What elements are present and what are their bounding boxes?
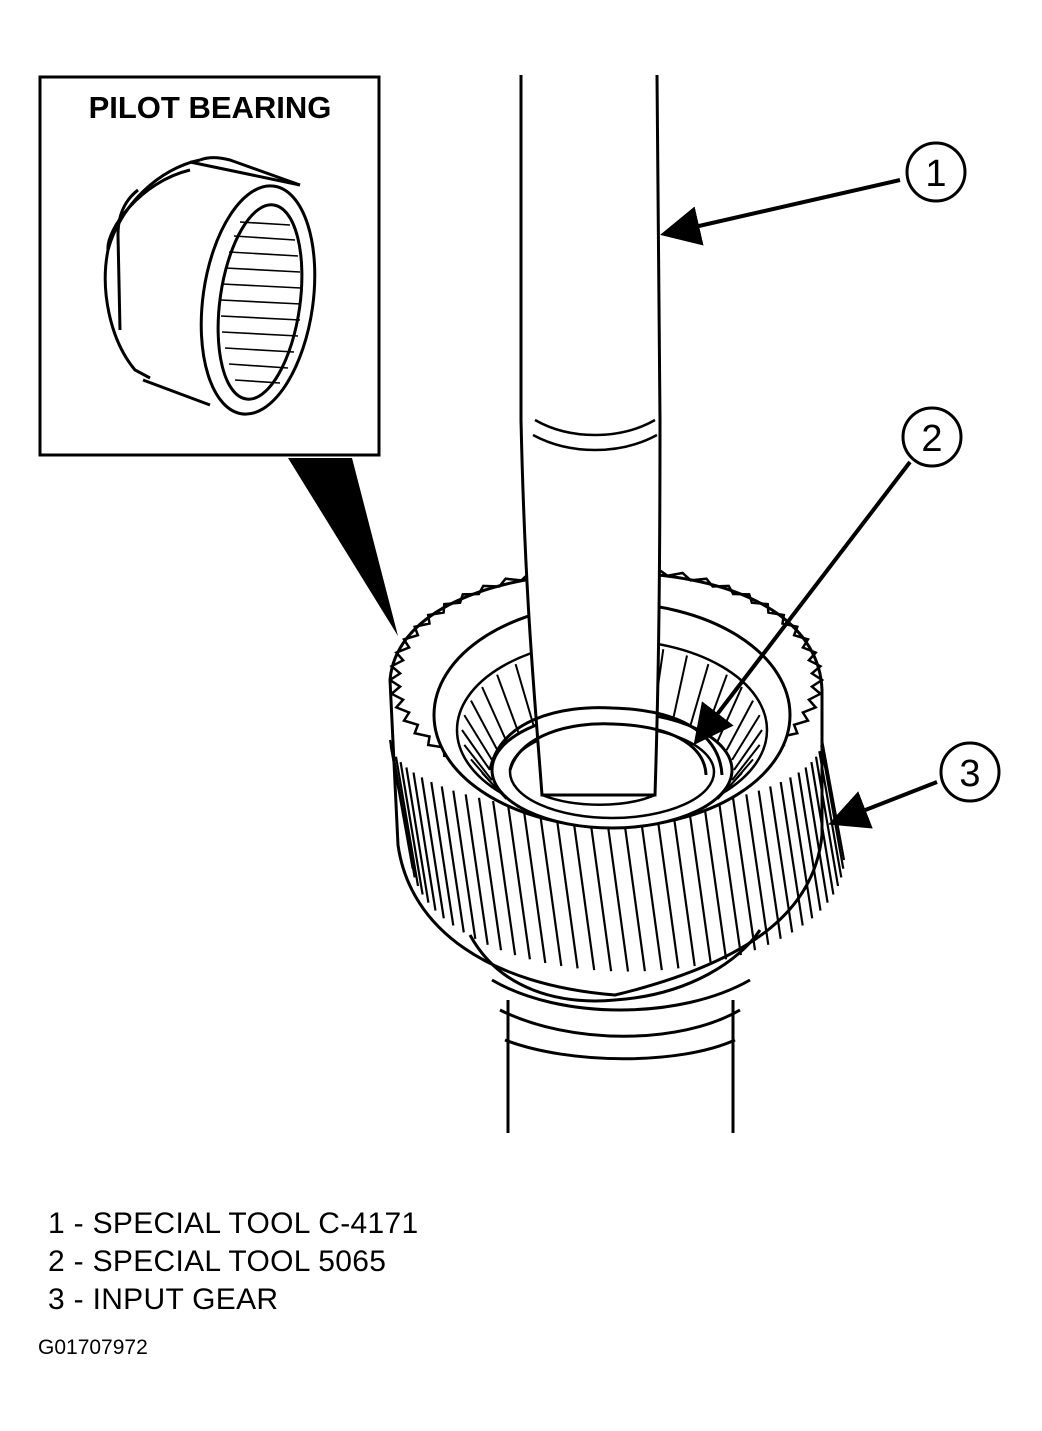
gear-tooth [492,800,517,956]
gear-tooth [571,810,596,971]
figure-id: G01707972 [38,1336,148,1359]
gear-tooth [464,794,489,945]
gear-tooth [538,807,563,967]
gear-tooth [420,777,445,919]
legend-item: 3 - INPUT GEAR [48,1281,418,1319]
special-tool-shaft [519,74,662,806]
gear-tooth [506,803,531,960]
gear-spline [461,729,491,771]
gear-teeth [388,739,846,972]
gear-tooth [671,807,696,967]
gear-spline [731,714,761,761]
gear-tooth [779,781,804,926]
callout-1-number: 1 [925,153,946,195]
gear-tooth [804,767,829,903]
gear-tooth [810,761,835,895]
callout-2: 2 [693,406,963,746]
callout-3: 3 [828,741,1001,829]
gear-spline [733,729,763,771]
gear-tooth [687,805,712,964]
inset-pointer [288,458,398,636]
gear-spline [672,655,688,721]
legend-item: 1 - SPECIAL TOOL C-4171 [48,1205,418,1243]
gear-tooth [405,767,430,903]
gear-tooth [769,786,794,933]
gear-tooth [638,810,663,971]
gear-tooth [789,777,814,919]
gear-tooth [655,809,680,969]
legend: 1 - SPECIAL TOOL C-4171 2 - SPECIAL TOOL… [48,1205,418,1319]
legend-text: INPUT GEAR [92,1283,279,1316]
legend-item: 2 - SPECIAL TOOL 5065 [48,1243,418,1281]
gear-tooth [452,790,477,939]
callout-2-number: 2 [921,418,942,460]
gear-tooth [797,772,822,911]
gear-tooth [430,781,455,926]
legend-number: 1 [48,1207,65,1240]
gear-tooth [412,772,437,911]
gear-tooth [757,790,782,939]
gear-tooth [731,797,757,951]
pilot-bearing-inset: PILOT BEARING [38,75,381,457]
callout-1: 1 [660,141,967,246]
legend-separator: - [73,1207,84,1240]
pilot-bearing-drawing [103,156,317,416]
gear-spline [689,663,710,726]
gear-tooth [604,811,630,972]
gear-spline [470,758,499,791]
gear-tooth [394,756,420,887]
callout-3-number: 3 [959,753,980,795]
gear-tooth [745,794,770,945]
legend-text: SPECIAL TOOL 5065 [92,1245,387,1278]
gear-tooth [391,751,416,878]
lower-shaft [491,978,751,1133]
gear-spline [470,700,499,751]
gear-spline [514,663,535,726]
gear-spline [463,744,493,781]
gear-tooth [717,800,742,956]
gear-tooth [703,803,728,960]
gear-tooth [522,805,547,964]
gear-tooth [399,761,424,895]
gear-tooth [621,811,646,972]
legend-separator: - [73,1283,84,1316]
gear-spline [731,744,761,781]
legend-text: SPECIAL TOOL C-4171 [92,1207,419,1240]
gear-spline [481,686,508,742]
gear-spline [496,674,520,734]
gear-tooth [554,809,579,969]
gear-spline [463,714,493,761]
gear-tooth [814,756,840,887]
gear-tooth [588,811,613,972]
diagram-figure: PILOT BEARING [38,74,1001,1133]
legend-number: 2 [48,1245,65,1278]
legend-separator: - [73,1245,84,1278]
gear-tooth [440,786,465,933]
inset-title: PILOT BEARING [89,90,332,125]
legend-number: 3 [48,1283,65,1316]
gear-tooth [477,797,503,951]
